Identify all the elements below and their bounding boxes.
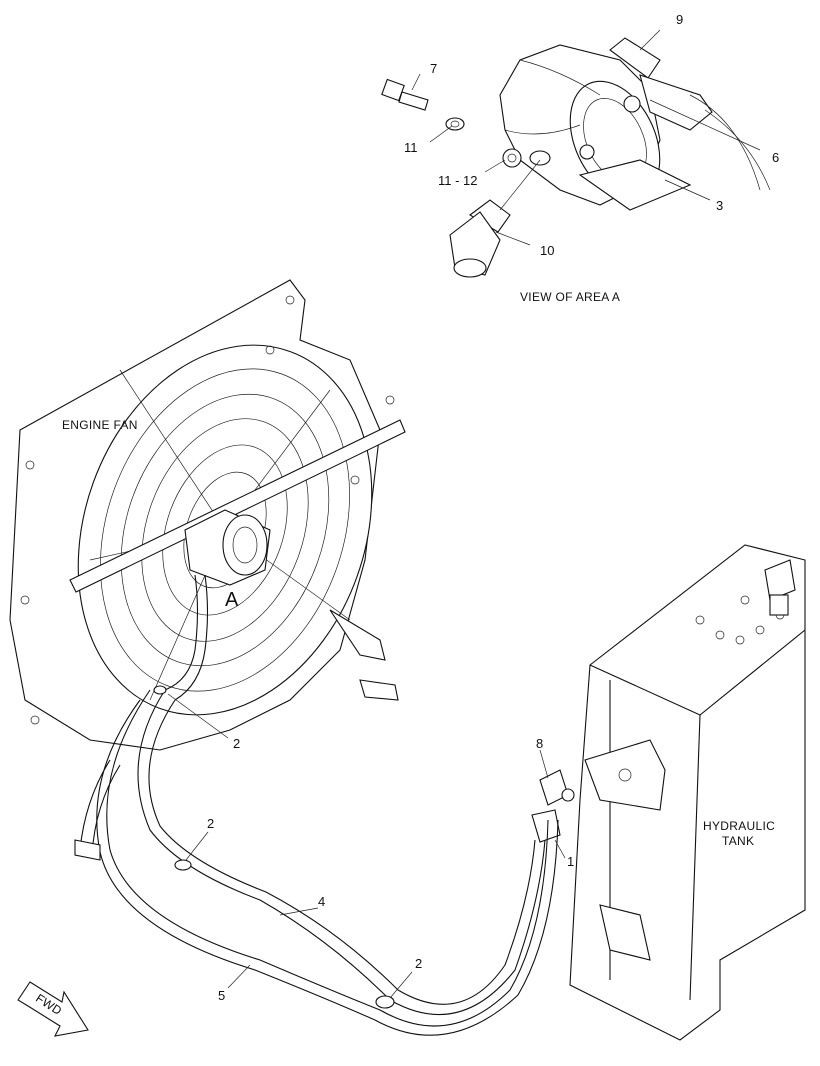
callout-6: 6	[772, 150, 779, 165]
callout-11: 11	[404, 140, 418, 155]
fitting-8	[539, 769, 575, 806]
callout-8: 8	[536, 736, 543, 751]
motor-assembly-detail	[381, 29, 771, 278]
callout-4: 4	[318, 894, 325, 909]
callout-2-fan: 2	[233, 736, 240, 751]
callout-1: 1	[567, 854, 574, 869]
callout-11-12: 11 - 12	[438, 173, 478, 188]
callout-2-left: 2	[207, 816, 214, 831]
hydraulic-tank	[531, 544, 806, 1041]
callout-7: 7	[430, 61, 437, 76]
callout-2-bottom: 2	[415, 956, 422, 971]
callout-9: 9	[676, 12, 683, 27]
hydraulic-tank-label-1: HYDRAULIC	[703, 819, 775, 833]
engine-fan-assembly	[9, 279, 406, 751]
engine-fan-label: ENGINE FAN	[62, 418, 138, 432]
fitting-1	[531, 809, 561, 843]
hoses	[74, 685, 559, 1036]
bolt-7	[381, 78, 429, 111]
elbow-fitting-10	[449, 199, 511, 278]
hydraulic-tank-label-2: TANK	[722, 834, 754, 848]
callout-3: 3	[716, 198, 723, 213]
fwd-arrow	[17, 981, 89, 1037]
area-a-marker: A	[225, 589, 239, 611]
callout-5: 5	[218, 988, 225, 1003]
view-caption: VIEW OF AREA A	[520, 290, 620, 304]
callout-10: 10	[540, 243, 554, 258]
